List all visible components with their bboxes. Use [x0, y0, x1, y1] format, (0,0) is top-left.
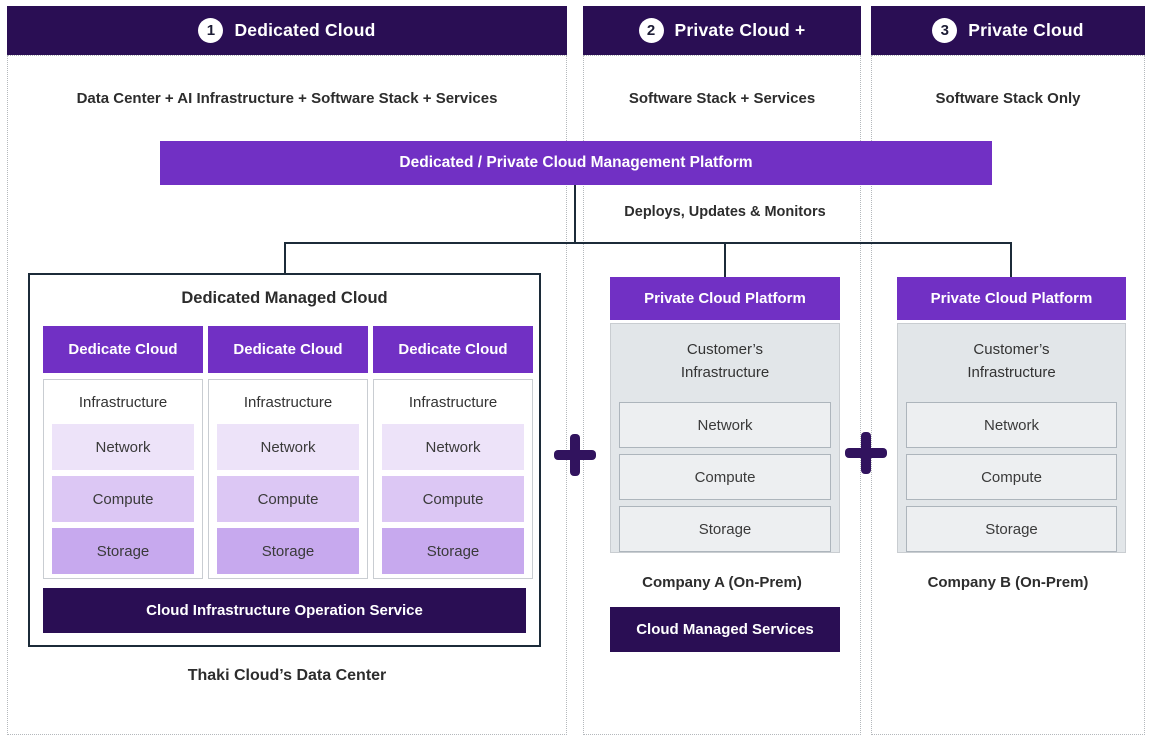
customer-line: Customer’s — [686, 341, 764, 358]
thaki-datacenter-caption: Thaki Cloud’s Data Center — [187, 667, 387, 684]
network-item: Network — [906, 402, 1117, 448]
storage-item: Storage — [906, 506, 1117, 552]
dedicated-managed-cloud-box: Dedicated Managed Cloud Dedicate Cloud I… — [28, 273, 541, 647]
company-b-caption: Company B (On-Prem) — [927, 573, 1089, 591]
infrastructure-line: Infrastructure — [967, 364, 1056, 381]
number-badge: 1 — [198, 18, 224, 43]
plus-icon — [845, 432, 887, 474]
column-title: Private Cloud + — [674, 20, 806, 40]
subtitle-dedicated-cloud: Data Center + AI Infrastructure + Softwa… — [76, 89, 498, 107]
compute-item: Compute — [906, 454, 1117, 500]
compute-item: Compute — [52, 476, 194, 522]
header-private-cloud: 3 Private Cloud — [871, 6, 1145, 55]
customer-infrastructure-box-b: Customer’s Infrastructure Network Comput… — [897, 323, 1126, 553]
storage-item: Storage — [619, 506, 831, 552]
deploys-caption: Deploys, Updates & Monitors — [624, 204, 826, 220]
dedicate-cloud-header: Dedicate Cloud — [208, 326, 368, 373]
connector-drop-middle — [724, 242, 726, 278]
customer-line: Customer’s — [973, 341, 1050, 358]
customer-infrastructure-title: Customer’s Infrastructure — [898, 324, 1125, 384]
infrastructure-line: Infrastructure — [680, 364, 770, 381]
dedicate-cloud-header: Dedicate Cloud — [373, 326, 533, 373]
network-item: Network — [52, 424, 194, 470]
connector-drop-right — [1010, 242, 1012, 278]
dedicate-cloud-cluster: Dedicate Cloud Infrastructure Network Co… — [208, 326, 368, 579]
column-title: Private Cloud — [968, 20, 1084, 40]
compute-item: Compute — [382, 476, 524, 522]
storage-item: Storage — [382, 528, 524, 574]
storage-item: Storage — [52, 528, 194, 574]
column-title: Dedicated Cloud — [234, 20, 376, 40]
customer-infrastructure-items: Network Compute Storage — [906, 402, 1117, 558]
dedicated-managed-cloud-title: Dedicated Managed Cloud — [181, 289, 388, 307]
infrastructure-box: Infrastructure Network Compute Storage — [208, 379, 368, 579]
company-a-caption: Company A (On-Prem) — [642, 573, 802, 591]
infrastructure-title: Infrastructure — [243, 393, 333, 411]
private-cloud-platform-banner-a: Private Cloud Platform — [610, 277, 840, 320]
dedicate-cloud-cluster: Dedicate Cloud Infrastructure Network Co… — [43, 326, 203, 579]
header-private-cloud-plus: 2 Private Cloud + — [583, 6, 861, 55]
number-badge: 3 — [932, 18, 958, 43]
network-item: Network — [382, 424, 524, 470]
cloud-managed-services-banner: Cloud Managed Services — [610, 607, 840, 652]
header-dedicated-cloud: 1 Dedicated Cloud — [7, 6, 567, 55]
dedicate-cloud-header: Dedicate Cloud — [43, 326, 203, 373]
infrastructure-box: Infrastructure Network Compute Storage — [373, 379, 533, 579]
management-platform-banner: Dedicated / Private Cloud Management Pla… — [160, 141, 992, 185]
cloud-infrastructure-operation-service-banner: Cloud Infrastructure Operation Service — [43, 588, 526, 633]
subtitle-private-cloud: Software Stack Only — [935, 89, 1081, 107]
storage-item: Storage — [217, 528, 359, 574]
private-cloud-platform-banner-b: Private Cloud Platform — [897, 277, 1126, 320]
dedicate-cloud-cluster: Dedicate Cloud Infrastructure Network Co… — [373, 326, 533, 579]
connector-drop-left — [284, 242, 286, 274]
customer-infrastructure-items: Network Compute Storage — [619, 402, 831, 558]
network-item: Network — [217, 424, 359, 470]
compute-item: Compute — [619, 454, 831, 500]
infrastructure-box: Infrastructure Network Compute Storage — [43, 379, 203, 579]
customer-infrastructure-title: Customer’s Infrastructure — [611, 324, 839, 384]
compute-item: Compute — [217, 476, 359, 522]
infrastructure-title: Infrastructure — [78, 393, 168, 411]
connector-horizontal — [284, 242, 1012, 244]
plus-icon — [554, 434, 596, 476]
connector-stem — [574, 185, 576, 243]
customer-infrastructure-box-a: Customer’s Infrastructure Network Comput… — [610, 323, 840, 553]
subtitle-private-cloud-plus: Software Stack + Services — [628, 89, 816, 107]
number-badge: 2 — [638, 18, 664, 43]
infrastructure-title: Infrastructure — [408, 393, 498, 411]
network-item: Network — [619, 402, 831, 448]
